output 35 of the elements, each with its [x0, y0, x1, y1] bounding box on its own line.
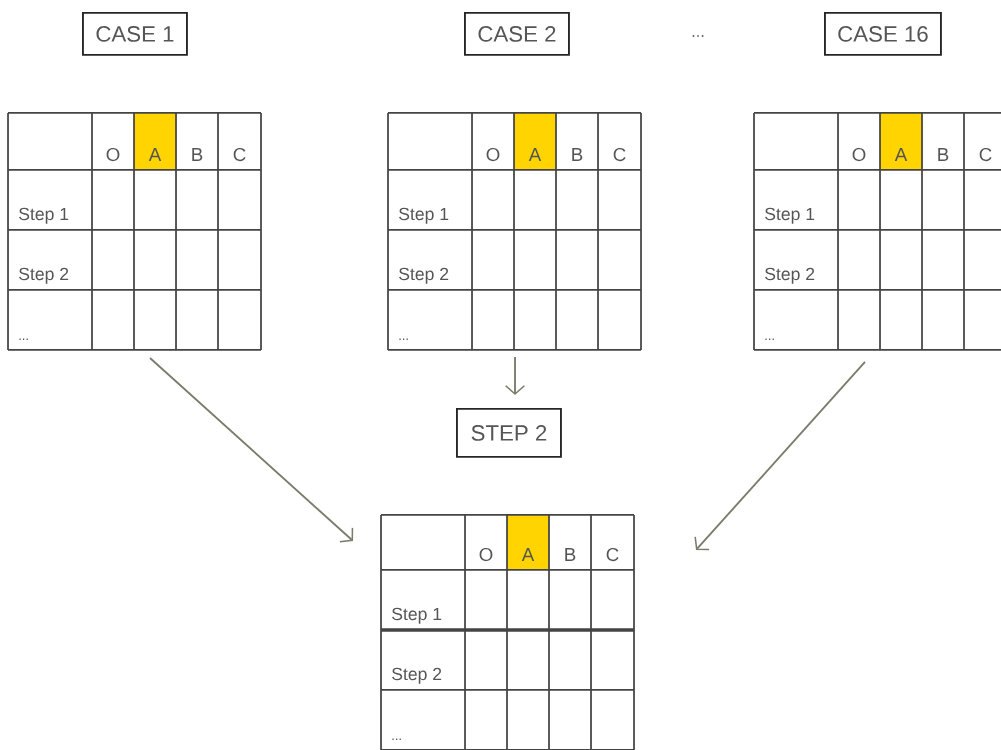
column-header: B [192, 148, 203, 161]
column-header: C [979, 147, 992, 162]
column-header: C [613, 147, 626, 162]
column-header: O [479, 547, 493, 562]
row-label: ... [392, 738, 401, 740]
column-header: A [148, 148, 162, 161]
column-header: O [486, 147, 500, 162]
column-header: C [233, 147, 246, 162]
column-header: B [572, 148, 583, 161]
case-box: CASE 16 [824, 12, 942, 56]
row-label: Step 1 [765, 207, 815, 224]
column-header: B [938, 148, 949, 161]
row-label: Step 1 [19, 207, 69, 224]
column-header: O [106, 147, 120, 162]
row-label: ... [19, 338, 28, 340]
row-label: ... [765, 338, 774, 340]
column-header: A [528, 148, 542, 161]
arrow [504, 356, 526, 395]
column-header: C [606, 547, 619, 562]
case-box: CASE 2 [464, 12, 570, 56]
ellipsis: ... [692, 35, 704, 37]
row-label: ... [399, 338, 408, 340]
column-header: B [565, 548, 576, 561]
case-box: STEP 2 [456, 408, 562, 458]
column-header: A [521, 548, 535, 561]
row-label: Step 1 [399, 207, 449, 224]
row-label: Step 2 [392, 667, 442, 684]
arrow [694, 361, 866, 551]
row-label: Step 2 [765, 267, 815, 284]
row-label: Step 2 [19, 267, 69, 284]
column-header: O [852, 147, 866, 162]
arrow [149, 357, 354, 543]
case-box: CASE 1 [82, 12, 188, 56]
row-label: Step 2 [399, 267, 449, 284]
row-label: Step 1 [392, 607, 442, 624]
